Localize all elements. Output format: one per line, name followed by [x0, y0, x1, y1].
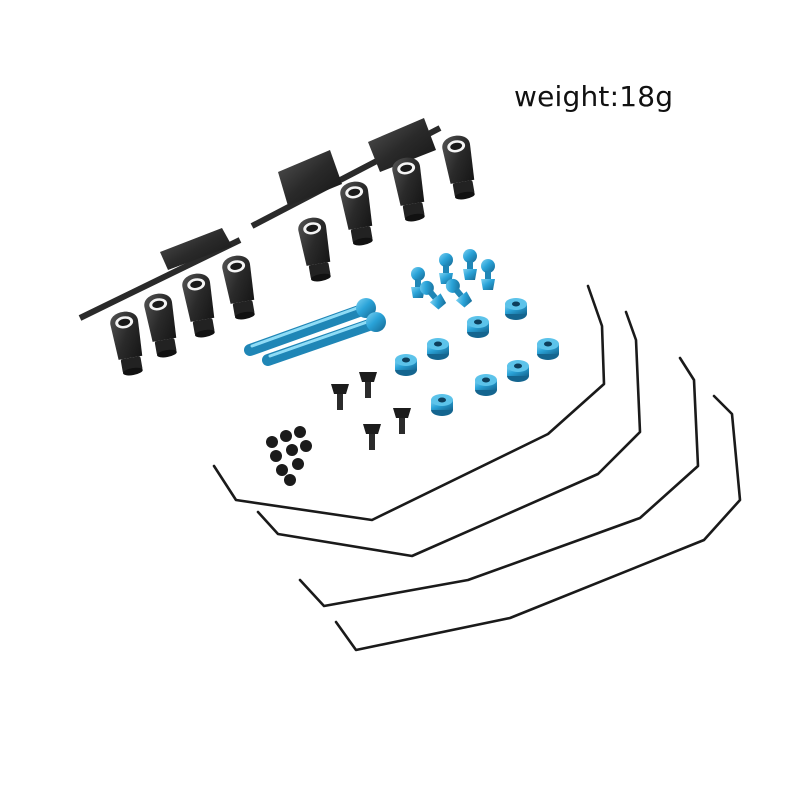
weight-caption: weight:18g	[514, 80, 674, 113]
blue-threaded-shafts	[244, 298, 386, 366]
blue-ball-studs	[411, 249, 495, 311]
black-set-screws	[266, 426, 312, 486]
rod-end-sprue-right	[250, 118, 480, 284]
black-cap-screws	[331, 372, 411, 450]
sway-bar-wires	[212, 284, 742, 652]
blue-collars	[395, 298, 559, 416]
rod-end-sprue-left	[78, 228, 260, 378]
